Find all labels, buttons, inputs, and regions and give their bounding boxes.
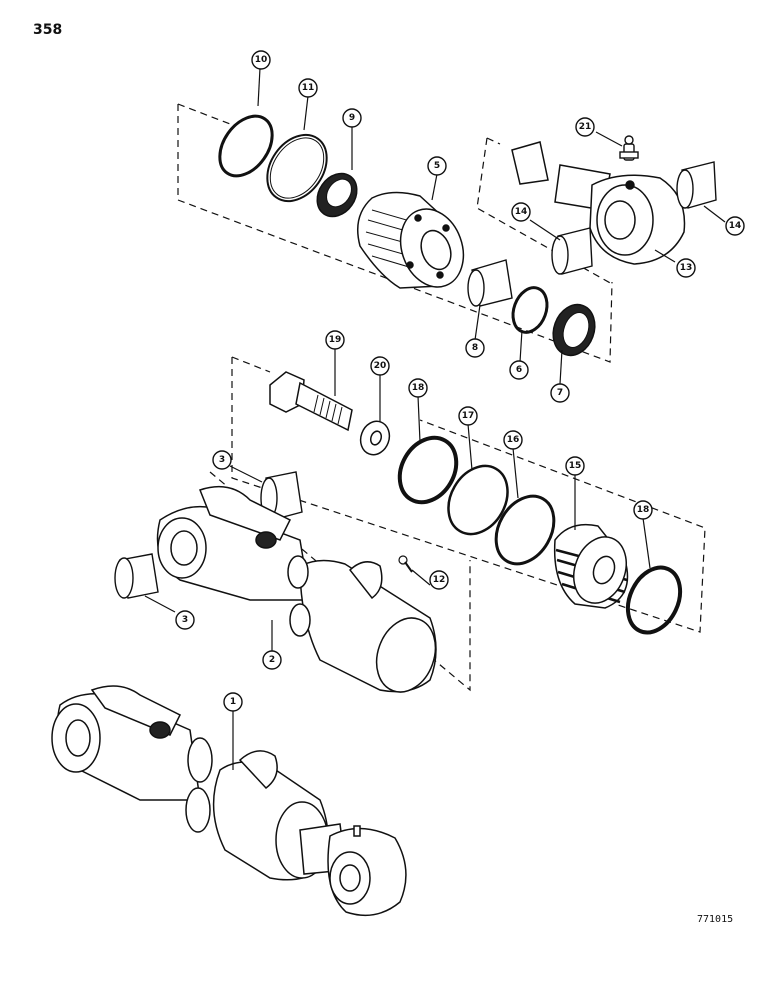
rod-icon	[511, 141, 686, 265]
svg-text:18: 18	[637, 505, 650, 515]
wiper-seal-icon	[552, 303, 596, 357]
callout-18: 18	[633, 500, 653, 520]
piston-seal-icon	[494, 494, 556, 566]
svg-text:5: 5	[434, 161, 440, 171]
svg-text:9: 9	[349, 113, 355, 123]
svg-text:21: 21	[579, 122, 592, 132]
svg-text:2: 2	[269, 655, 275, 665]
backup-ring-icon	[511, 286, 549, 334]
svg-text:19: 19	[329, 335, 342, 345]
leader-lines	[144, 67, 726, 770]
callout-7: 7	[550, 383, 570, 403]
seal-icon	[316, 172, 358, 218]
callout-18: 18	[408, 378, 428, 398]
callout-5: 5	[427, 156, 447, 176]
bushing-icon	[114, 553, 159, 599]
o-ring-icon	[218, 114, 274, 178]
svg-text:3: 3	[182, 615, 188, 625]
callout-17: 17	[458, 406, 478, 426]
svg-text:7: 7	[557, 388, 563, 398]
callout-14: 14	[511, 202, 531, 222]
callout-1: 1	[223, 692, 243, 712]
rod-bushing-icon	[551, 227, 593, 275]
washer-icon	[359, 420, 391, 456]
svg-text:3: 3	[219, 455, 225, 465]
svg-text:15: 15	[569, 461, 582, 471]
callout-2: 2	[262, 650, 282, 670]
callout-20: 20	[370, 356, 390, 376]
callout-11: 11	[298, 78, 318, 98]
svg-text:13: 13	[680, 263, 693, 273]
svg-text:17: 17	[462, 411, 475, 421]
backup-ring-icon	[266, 133, 328, 203]
callout-21: 21	[575, 117, 595, 137]
o-ring-icon	[447, 464, 509, 536]
svg-text:16: 16	[507, 435, 520, 445]
svg-text:18: 18	[412, 383, 425, 393]
rod-bushing-icon	[676, 161, 717, 209]
piston-icon	[553, 523, 629, 609]
callout-3: 3	[175, 610, 195, 630]
callout-9: 9	[342, 108, 362, 128]
callout-13: 13	[676, 258, 696, 278]
svg-text:11: 11	[302, 83, 315, 93]
callout-14: 14	[725, 216, 745, 236]
svg-text:8: 8	[472, 343, 478, 353]
svg-text:12: 12	[433, 575, 446, 585]
wear-ring-icon	[397, 435, 459, 505]
callout-19: 19	[325, 330, 345, 350]
svg-text:1: 1	[230, 697, 236, 707]
grease-fitting-icon	[619, 135, 639, 161]
svg-text:6: 6	[516, 365, 522, 375]
bolt-icon	[269, 371, 353, 432]
callout-12: 12	[429, 570, 449, 590]
callout-6: 6	[509, 360, 529, 380]
illustration-reference: 771015	[697, 914, 734, 925]
callout-10: 10	[251, 50, 271, 70]
svg-text:10: 10	[255, 55, 268, 65]
callout-8: 8	[465, 338, 485, 358]
barrel-icon	[156, 485, 437, 693]
callout-3: 3	[212, 450, 232, 470]
wear-ring-icon	[625, 565, 683, 635]
gland-icon	[357, 191, 465, 289]
cylinder-assembly-icon	[51, 685, 407, 917]
page-number: 358	[33, 22, 63, 38]
svg-text:20: 20	[374, 361, 387, 371]
svg-text:14: 14	[729, 221, 742, 231]
gland-bushing-icon	[467, 259, 513, 307]
callout-15: 15	[565, 456, 585, 476]
svg-text:14: 14	[515, 207, 528, 217]
callout-16: 16	[503, 430, 523, 450]
setscrew-icon	[398, 555, 413, 573]
